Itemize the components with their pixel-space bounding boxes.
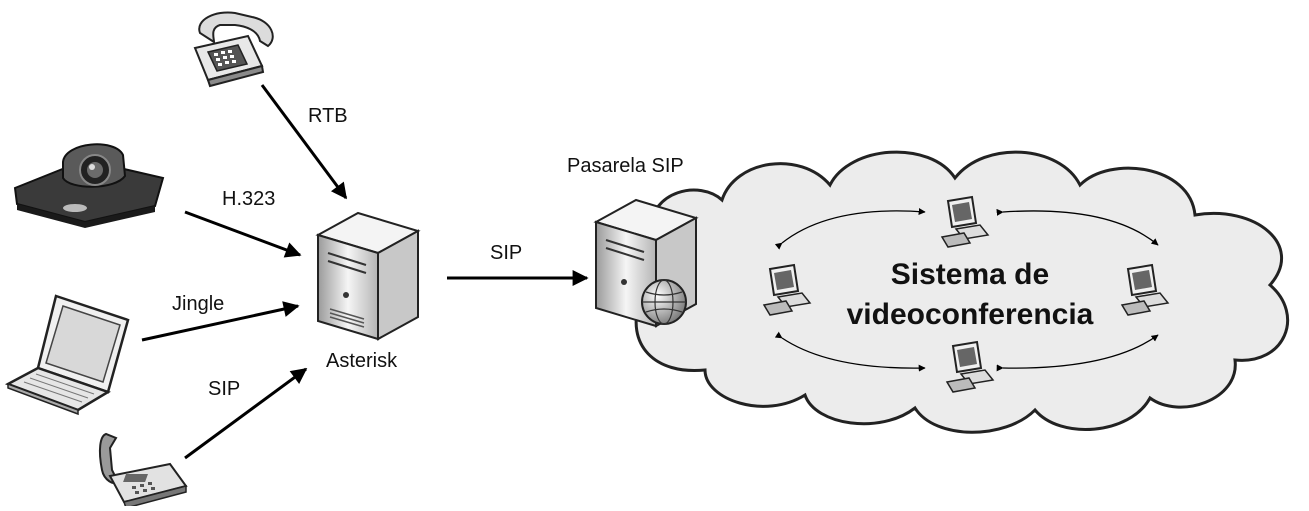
- link-top-right: [996, 208, 1159, 246]
- ip-phone-icon: [98, 432, 188, 509]
- videoconference-cloud: [601, 150, 1289, 434]
- arrow-rtb: [260, 84, 348, 200]
- desktop-computer-icon: [945, 340, 995, 393]
- laptop-icon: [4, 294, 130, 416]
- link-left-bottom: [774, 331, 926, 372]
- cloud-title-line2: videoconferencia: [847, 298, 1094, 331]
- arrow-sip-phone: [184, 367, 308, 460]
- desk-telephone-icon: [193, 11, 274, 88]
- video-conference-endpoint-icon: [13, 143, 165, 228]
- desktop-computer-icon: [762, 263, 812, 316]
- label-gateway: Pasarela SIP: [567, 155, 684, 177]
- label-asterisk: Asterisk: [326, 350, 398, 372]
- arrow-h323: [184, 210, 302, 258]
- cloud-title-line1: Sistema de: [891, 258, 1049, 291]
- connection-arrows: [141, 84, 589, 460]
- desktop-computer-icon: [940, 195, 990, 248]
- server-globe-icon: [593, 198, 699, 328]
- label-h323: H.323: [222, 188, 275, 210]
- link-left-top: [774, 208, 926, 250]
- label-jingle: Jingle: [172, 293, 224, 315]
- arrow-jingle: [141, 301, 300, 342]
- label-sip-trunk: SIP: [490, 242, 522, 264]
- cloud-links: [774, 208, 1159, 372]
- label-rtb: RTB: [308, 105, 348, 127]
- label-sip-phone: SIP: [208, 378, 240, 400]
- desktop-computer-icon: [1120, 263, 1170, 316]
- link-bottom-right: [996, 334, 1159, 372]
- globe-icon: [641, 279, 687, 325]
- server-tower-icon: [315, 211, 421, 341]
